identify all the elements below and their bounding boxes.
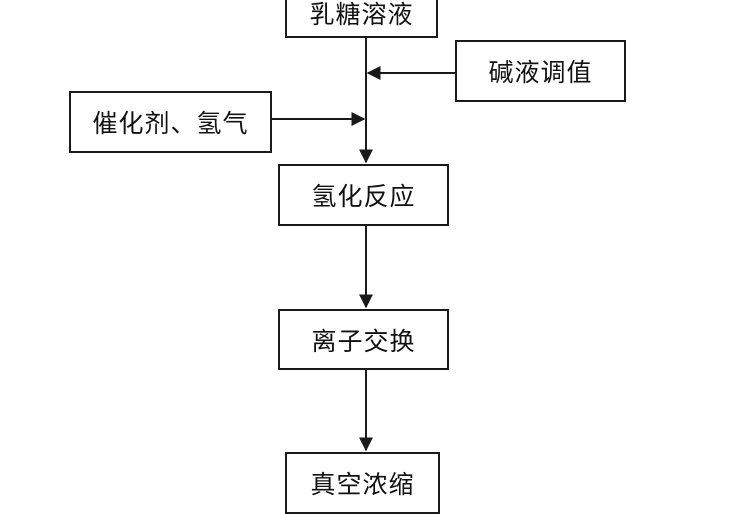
node-catalyst-hydrogen: 催化剂、氢气 [69, 91, 272, 153]
flow-arrows [272, 38, 455, 452]
node-lactose-solution: 乳糖溶液 [285, 0, 438, 38]
node-alkali-adjust: 碱液调值 [455, 40, 626, 102]
node-ion-exchange: 离子交换 [278, 309, 449, 370]
node-vacuum-concentration: 真空浓缩 [285, 452, 440, 514]
node-hydrogenation: 氢化反应 [278, 164, 449, 226]
